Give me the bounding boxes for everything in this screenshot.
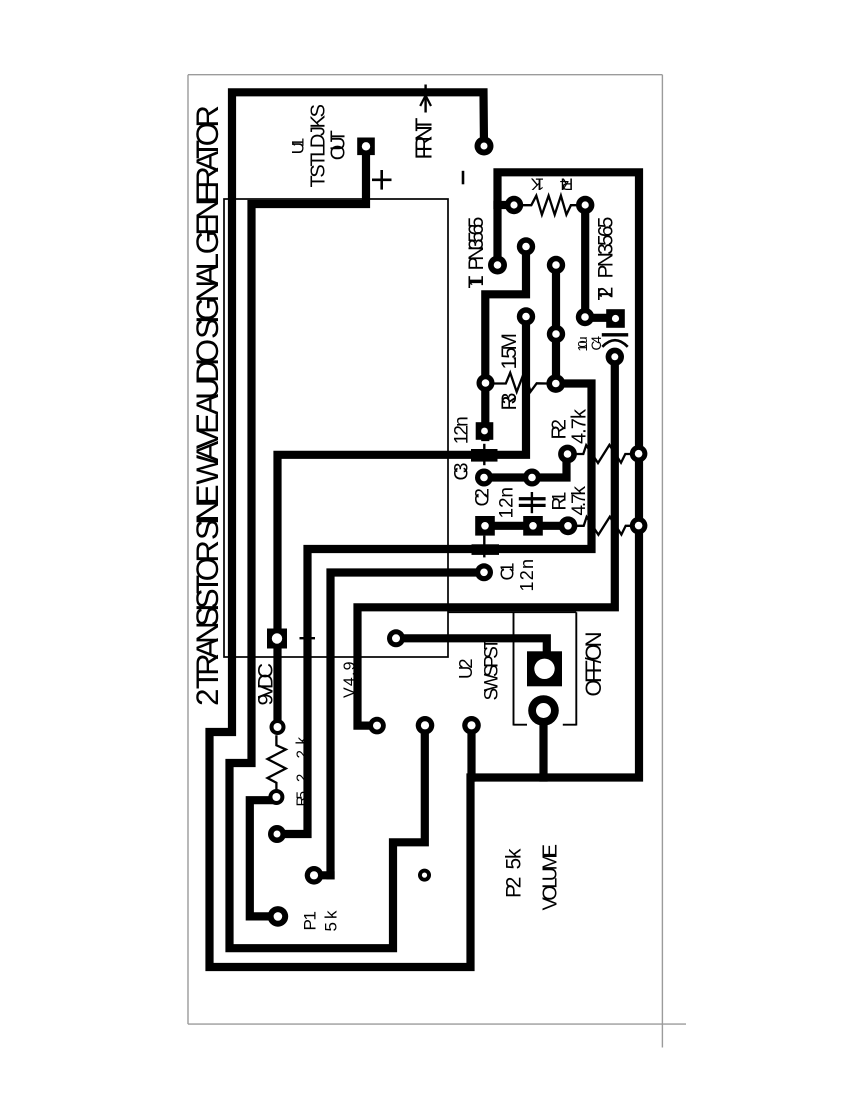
svg-text:P1: P1 (301, 911, 320, 931)
svg-text:C4: C4 (589, 336, 604, 351)
svg-text:SWSPST: SWSPST (482, 638, 503, 701)
svg-text:VOLUME: VOLUME (540, 844, 562, 911)
svg-text:TSTLDJKS: TSTLDJKS (308, 104, 330, 188)
svg-text:12n: 12n (497, 487, 518, 519)
svg-text:C1: C1 (498, 563, 518, 581)
svg-text:PN3565: PN3565 (595, 217, 618, 279)
svg-text:9VDC: 9VDC (254, 663, 278, 706)
svg-text:OFF/ON: OFF/ON (581, 632, 606, 697)
svg-text:V4.9: V4.9 (342, 661, 359, 698)
svg-text:PN3565: PN3565 (465, 217, 488, 271)
svg-text:R3: R3 (498, 393, 521, 411)
svg-text:P2: P2 (503, 877, 526, 899)
svg-text:1K: 1K (531, 175, 545, 193)
svg-text:FRNT: FRNT (411, 118, 437, 160)
svg-text:C3: C3 (452, 463, 473, 481)
svg-text:R5: R5 (294, 791, 311, 807)
svg-text:2.2k: 2.2k (294, 737, 311, 783)
svg-text:OUT: OUT (328, 130, 350, 160)
svg-text:4.7k: 4.7k (569, 408, 591, 444)
svg-text:12n: 12n (517, 559, 537, 592)
svg-text:R2: R2 (549, 419, 571, 440)
svg-text:1.5M: 1.5M (498, 333, 521, 370)
svg-text:12n: 12n (452, 416, 473, 444)
svg-text:2 TRANSISTOR SINE WAVE AUD: 2 TRANSISTOR SINE WAVE AUDIO SIGNAL GENE… (189, 105, 225, 706)
svg-text:R1: R1 (550, 492, 571, 511)
svg-text:U2: U2 (455, 659, 476, 680)
svg-text:10u: 10u (575, 337, 590, 352)
svg-text:T1: T1 (465, 275, 488, 289)
svg-text:C2: C2 (473, 488, 494, 507)
svg-text:4.7k: 4.7k (569, 486, 590, 516)
svg-text:U1: U1 (289, 138, 308, 155)
svg-text:R4: R4 (560, 175, 574, 193)
svg-text:5k: 5k (503, 848, 526, 870)
svg-text:T2: T2 (595, 287, 618, 301)
